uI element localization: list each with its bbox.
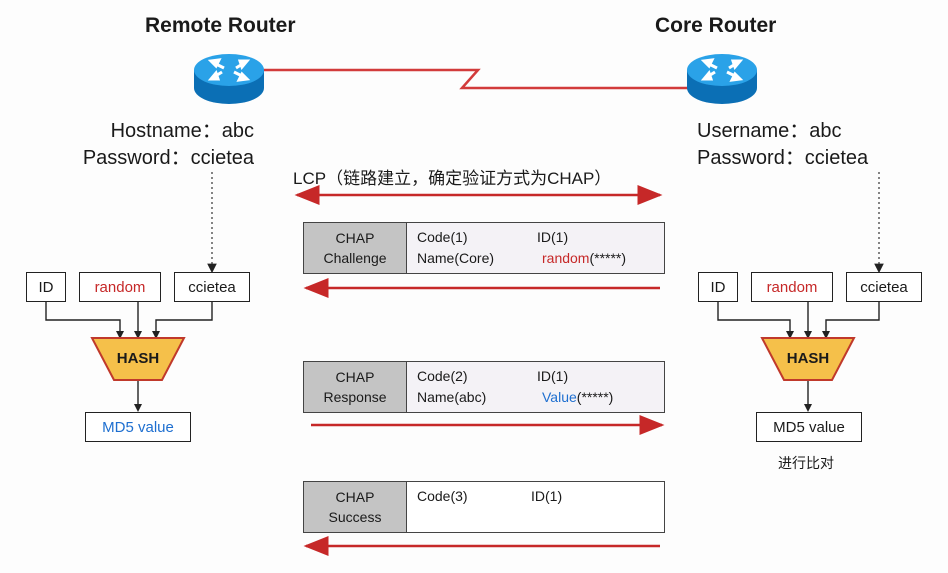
message-type-line2: Success	[328, 509, 382, 525]
remote-hostname: Hostname：abc	[110, 120, 254, 142]
field-random-value: (*****)	[589, 250, 627, 266]
field-code: Code(3)	[417, 488, 468, 504]
left-secret-box: ccietea	[174, 272, 250, 302]
right-secret-box: ccietea	[846, 272, 922, 302]
field-id: ID(1)	[531, 488, 563, 504]
message-fields: Code(1) ID(1) Name(Core) random(*****)	[407, 223, 664, 273]
message-type-line1: CHAP	[335, 489, 375, 505]
left-id-box: ID	[26, 272, 66, 302]
message-type-line2: Challenge	[323, 250, 387, 266]
chap-success-message: CHAP Success Code(3) ID(1)	[303, 481, 665, 533]
message-type: CHAP Challenge	[304, 223, 407, 273]
core-username: Username：abc	[697, 120, 842, 142]
message-type: CHAP Response	[304, 362, 407, 412]
router-icon	[685, 50, 759, 115]
field-code: Code(2)	[417, 368, 468, 384]
field-code: Code(1)	[417, 229, 468, 245]
core-credentials: Username：abc Password：ccietea	[697, 118, 868, 172]
core-password: Password：ccietea	[697, 147, 869, 169]
field-value: Value(*****)	[542, 389, 613, 405]
right-hash-connectors	[717, 302, 880, 408]
message-type: CHAP Success	[304, 482, 407, 532]
chap-response-message: CHAP Response Code(2) ID(1) Name(abc) Va…	[303, 361, 665, 413]
field-name: Name(Core)	[417, 250, 495, 266]
field-random: random(*****)	[542, 250, 626, 266]
message-type-line2: Response	[323, 389, 387, 405]
serial-link	[262, 68, 688, 90]
message-fields: Code(3) ID(1)	[407, 482, 664, 532]
core-router-title: Core Router	[655, 14, 777, 37]
left-md5-box: MD5 value	[85, 412, 191, 442]
left-hash-label: HASH	[116, 350, 160, 367]
right-hash-shape	[760, 337, 856, 381]
message-type-line1: CHAP	[335, 230, 375, 246]
left-hash-shape	[90, 337, 186, 381]
left-hash-connectors	[45, 302, 213, 408]
remote-credentials: Hostname：abc Password：ccietea	[56, 118, 254, 172]
message-fields: Code(2) ID(1) Name(abc) Value(*****)	[407, 362, 664, 412]
right-id-box: ID	[698, 272, 738, 302]
field-name: Name(abc)	[417, 389, 487, 405]
remote-password: Password：ccietea	[82, 147, 254, 169]
message-type-line1: CHAP	[335, 369, 375, 385]
right-hash-label: HASH	[786, 350, 830, 367]
remote-router-title: Remote Router	[145, 14, 296, 37]
left-random-box: random	[79, 272, 161, 302]
field-value-key: Value	[542, 389, 577, 405]
field-id: ID(1)	[537, 229, 569, 245]
field-value-value: (*****)	[576, 389, 614, 405]
right-md5-box: MD5 value	[756, 412, 862, 442]
compare-note: 进行比对	[778, 455, 834, 471]
right-random-box: random	[751, 272, 833, 302]
chap-challenge-message: CHAP Challenge Code(1) ID(1) Name(Core) …	[303, 222, 665, 274]
lcp-label: LCP（链路建立，确定验证方式为CHAP）	[293, 169, 612, 188]
router-icon	[192, 50, 266, 115]
field-id: ID(1)	[537, 368, 569, 384]
field-random-key: random	[542, 250, 590, 266]
